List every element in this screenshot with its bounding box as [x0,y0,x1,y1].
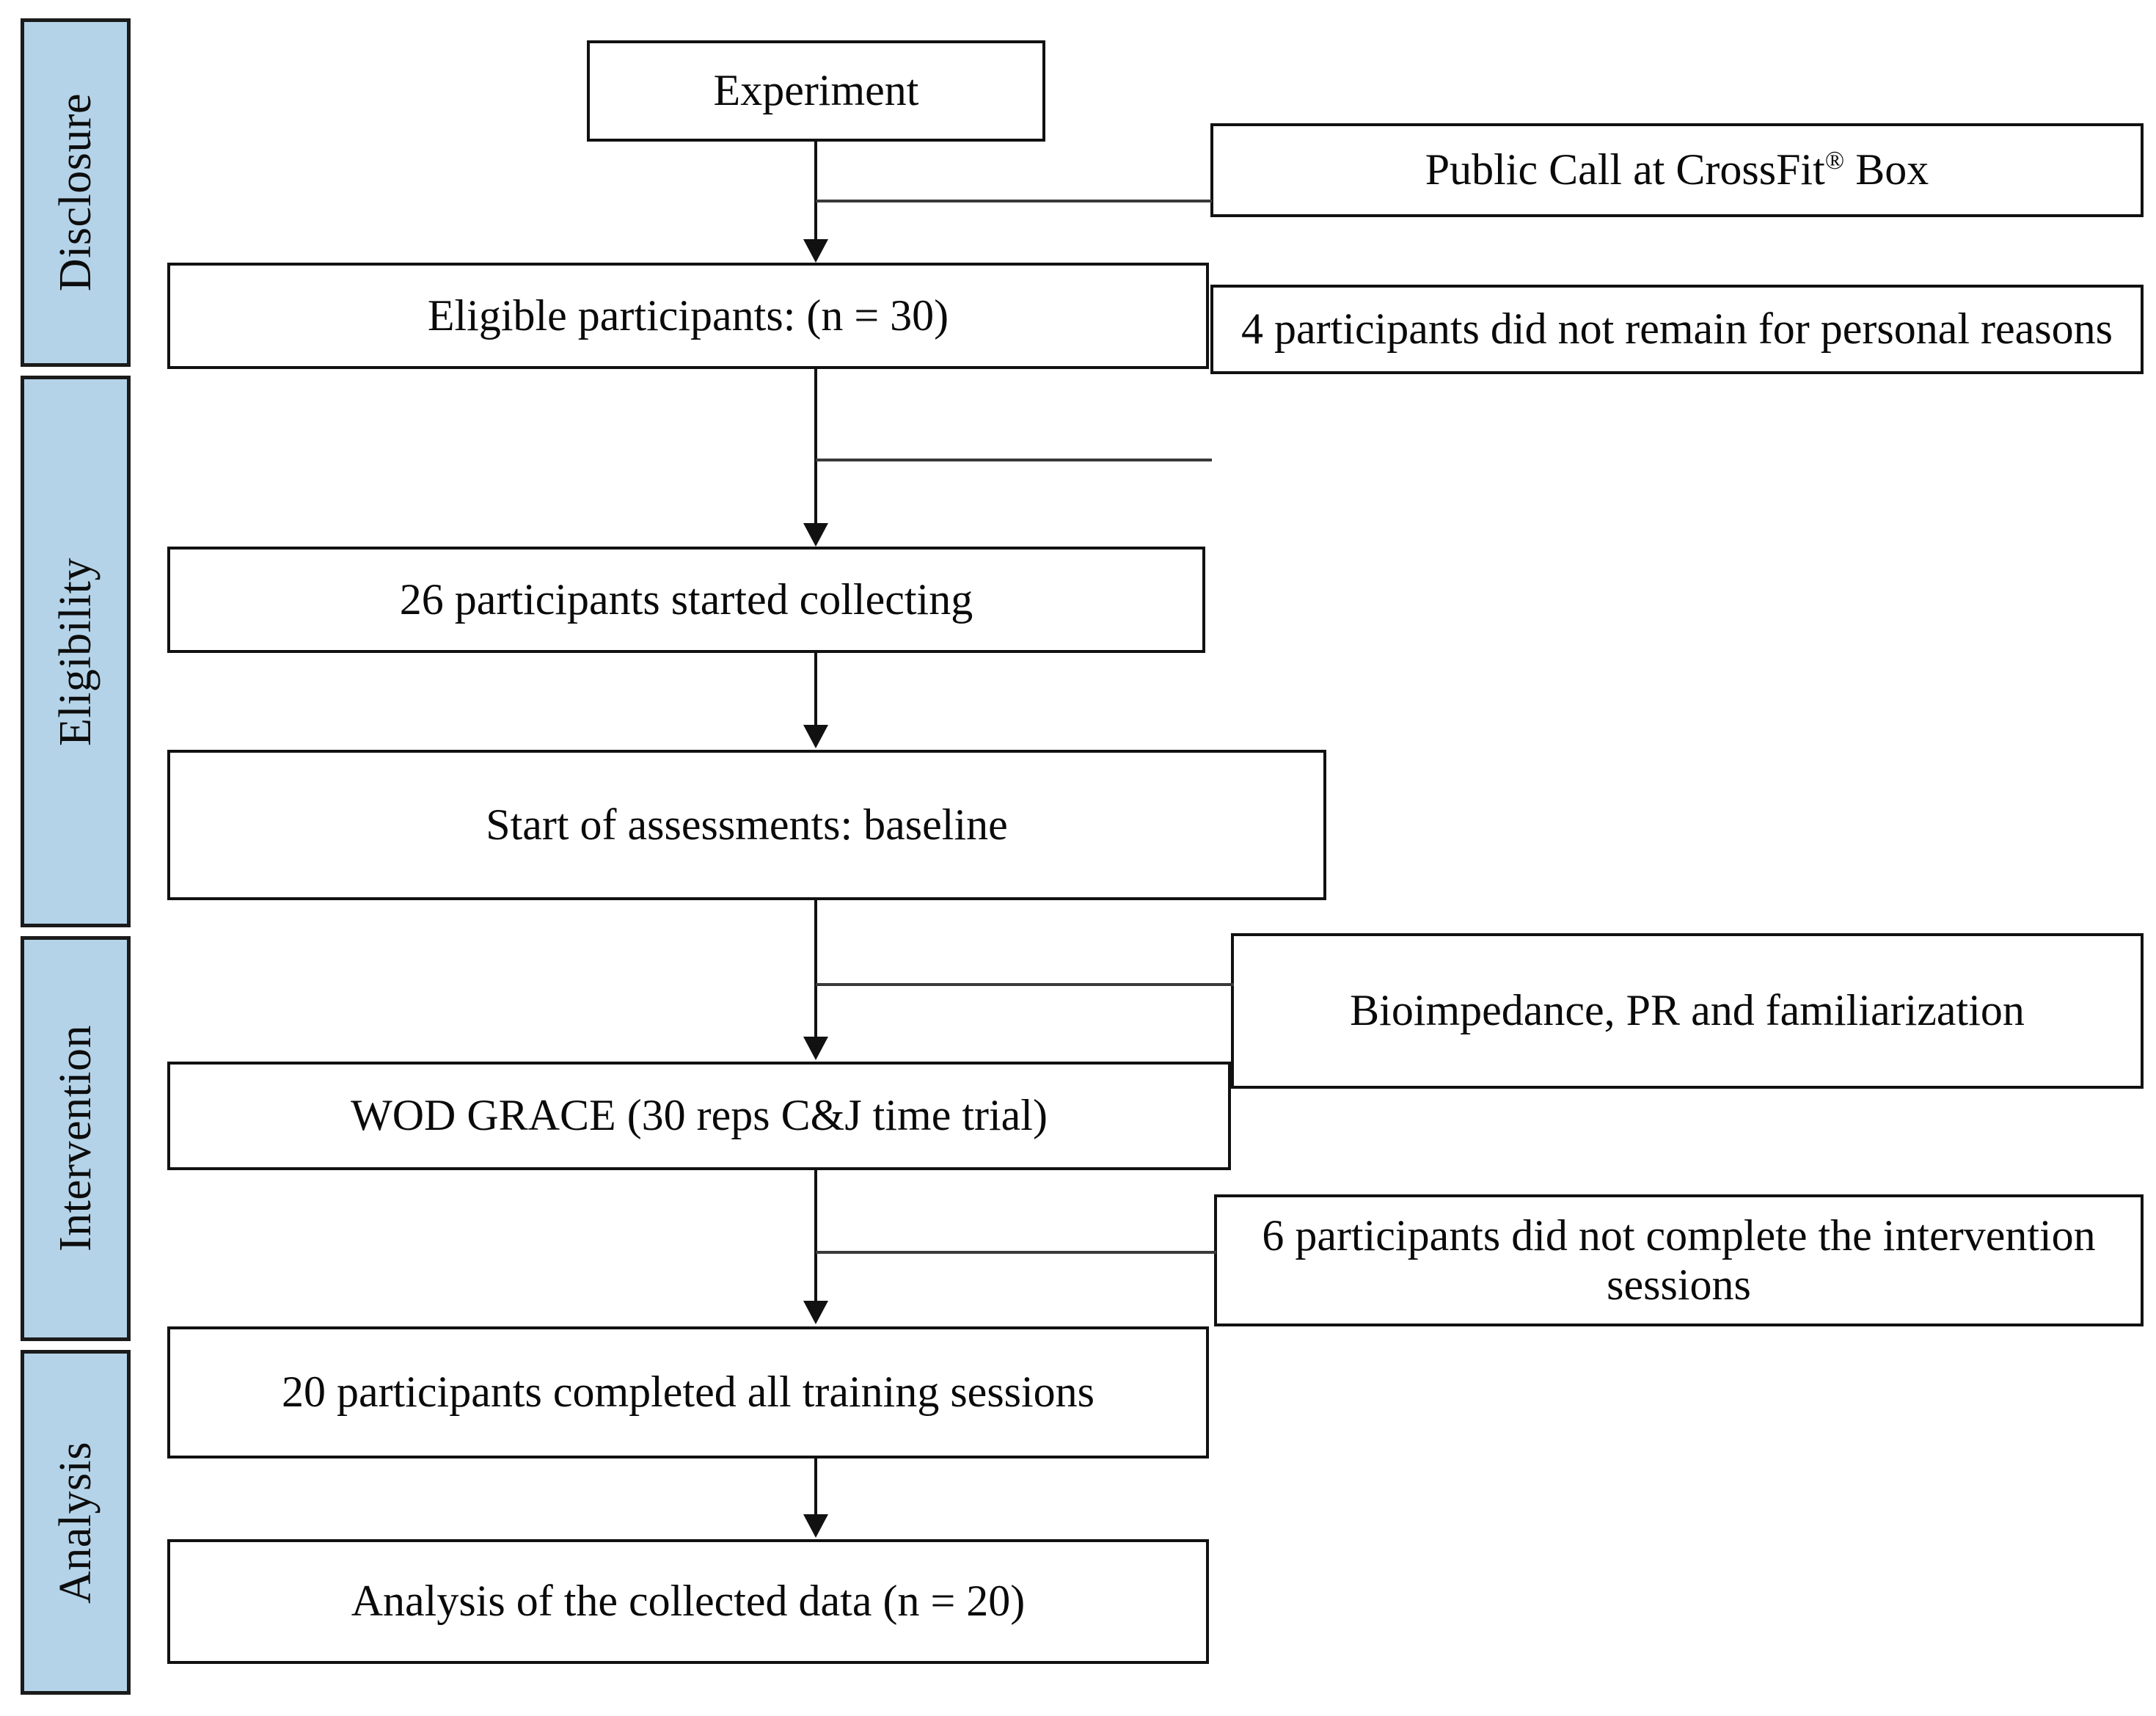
node-eligible-participants: Eligible participants: (n = 30) [167,263,1209,369]
node-not-complete: 6 participants did not complete the inte… [1214,1194,2144,1326]
node-bioimpedance: Bioimpedance, PR and familiarization [1231,933,2144,1089]
node-analysis-data-text: Analysis of the collected data (n = 20) [351,1577,1026,1626]
node-public-call: Public Call at CrossFit® Box [1210,123,2144,217]
node-public-call-text: Public Call at CrossFit® Box [1425,145,1929,194]
arrowhead-assessments [803,725,828,748]
stage-analysis: Analysis [21,1350,131,1695]
connector-branch-not-remain [816,459,1212,461]
node-completed-training: 20 participants completed all training s… [167,1326,1209,1458]
arrowhead-completed [803,1301,828,1324]
connector-eligible-to-collecting [814,369,817,525]
stage-label-disclosure: Disclosure [51,93,101,292]
connector-branch-not-complete [816,1251,1216,1254]
connector-branch-public-call [816,200,1212,202]
arrowhead-collecting [803,523,828,547]
arrowhead-wod [803,1037,828,1060]
node-experiment: Experiment [587,40,1045,142]
node-public-call-text-after: Box [1844,145,1929,194]
stage-label-eligibility: Eligibility [51,557,101,746]
node-wod-grace: WOD GRACE (30 reps C&J time trial) [167,1062,1231,1170]
stage-eligibility: Eligibility [21,376,131,927]
node-wod-grace-text: WOD GRACE (30 reps C&J time trial) [351,1091,1048,1140]
node-analysis-data: Analysis of the collected data (n = 20) [167,1539,1209,1664]
node-not-remain: 4 participants did not remain for person… [1210,285,2144,374]
node-experiment-text: Experiment [713,66,919,115]
node-bioimpedance-text: Bioimpedance, PR and familiarization [1350,986,2025,1035]
arrowhead-analysis [803,1514,828,1538]
arrowhead-eligible [803,239,828,263]
connector-experiment-to-eligible [814,142,817,241]
registered-trademark-icon: ® [1824,146,1845,175]
stage-intervention: Intervention [21,936,131,1341]
node-start-assessments-text: Start of assessments: baseline [486,800,1008,849]
node-not-remain-text: 4 participants did not remain for person… [1241,304,2113,354]
connector-completed-to-analysis [814,1458,817,1516]
connector-branch-bioimpedance [816,983,1234,986]
connector-assessments-to-wod [814,900,817,1038]
node-not-complete-text: 6 participants did not complete the inte… [1262,1211,2096,1309]
node-eligible-participants-text: Eligible participants: (n = 30) [427,291,949,340]
node-public-call-text-before: Public Call at CrossFit [1425,145,1825,194]
connector-wod-to-completed [814,1170,817,1302]
connector-collecting-to-assessments [814,653,817,726]
node-started-collecting: 26 participants started collecting [167,547,1205,653]
stage-label-intervention: Intervention [51,1025,101,1252]
node-start-assessments: Start of assessments: baseline [167,750,1326,900]
node-completed-training-text: 20 participants completed all training s… [281,1368,1095,1417]
stage-disclosure: Disclosure [21,18,131,367]
node-started-collecting-text: 26 participants started collecting [399,574,973,624]
stage-label-analysis: Analysis [51,1441,101,1604]
